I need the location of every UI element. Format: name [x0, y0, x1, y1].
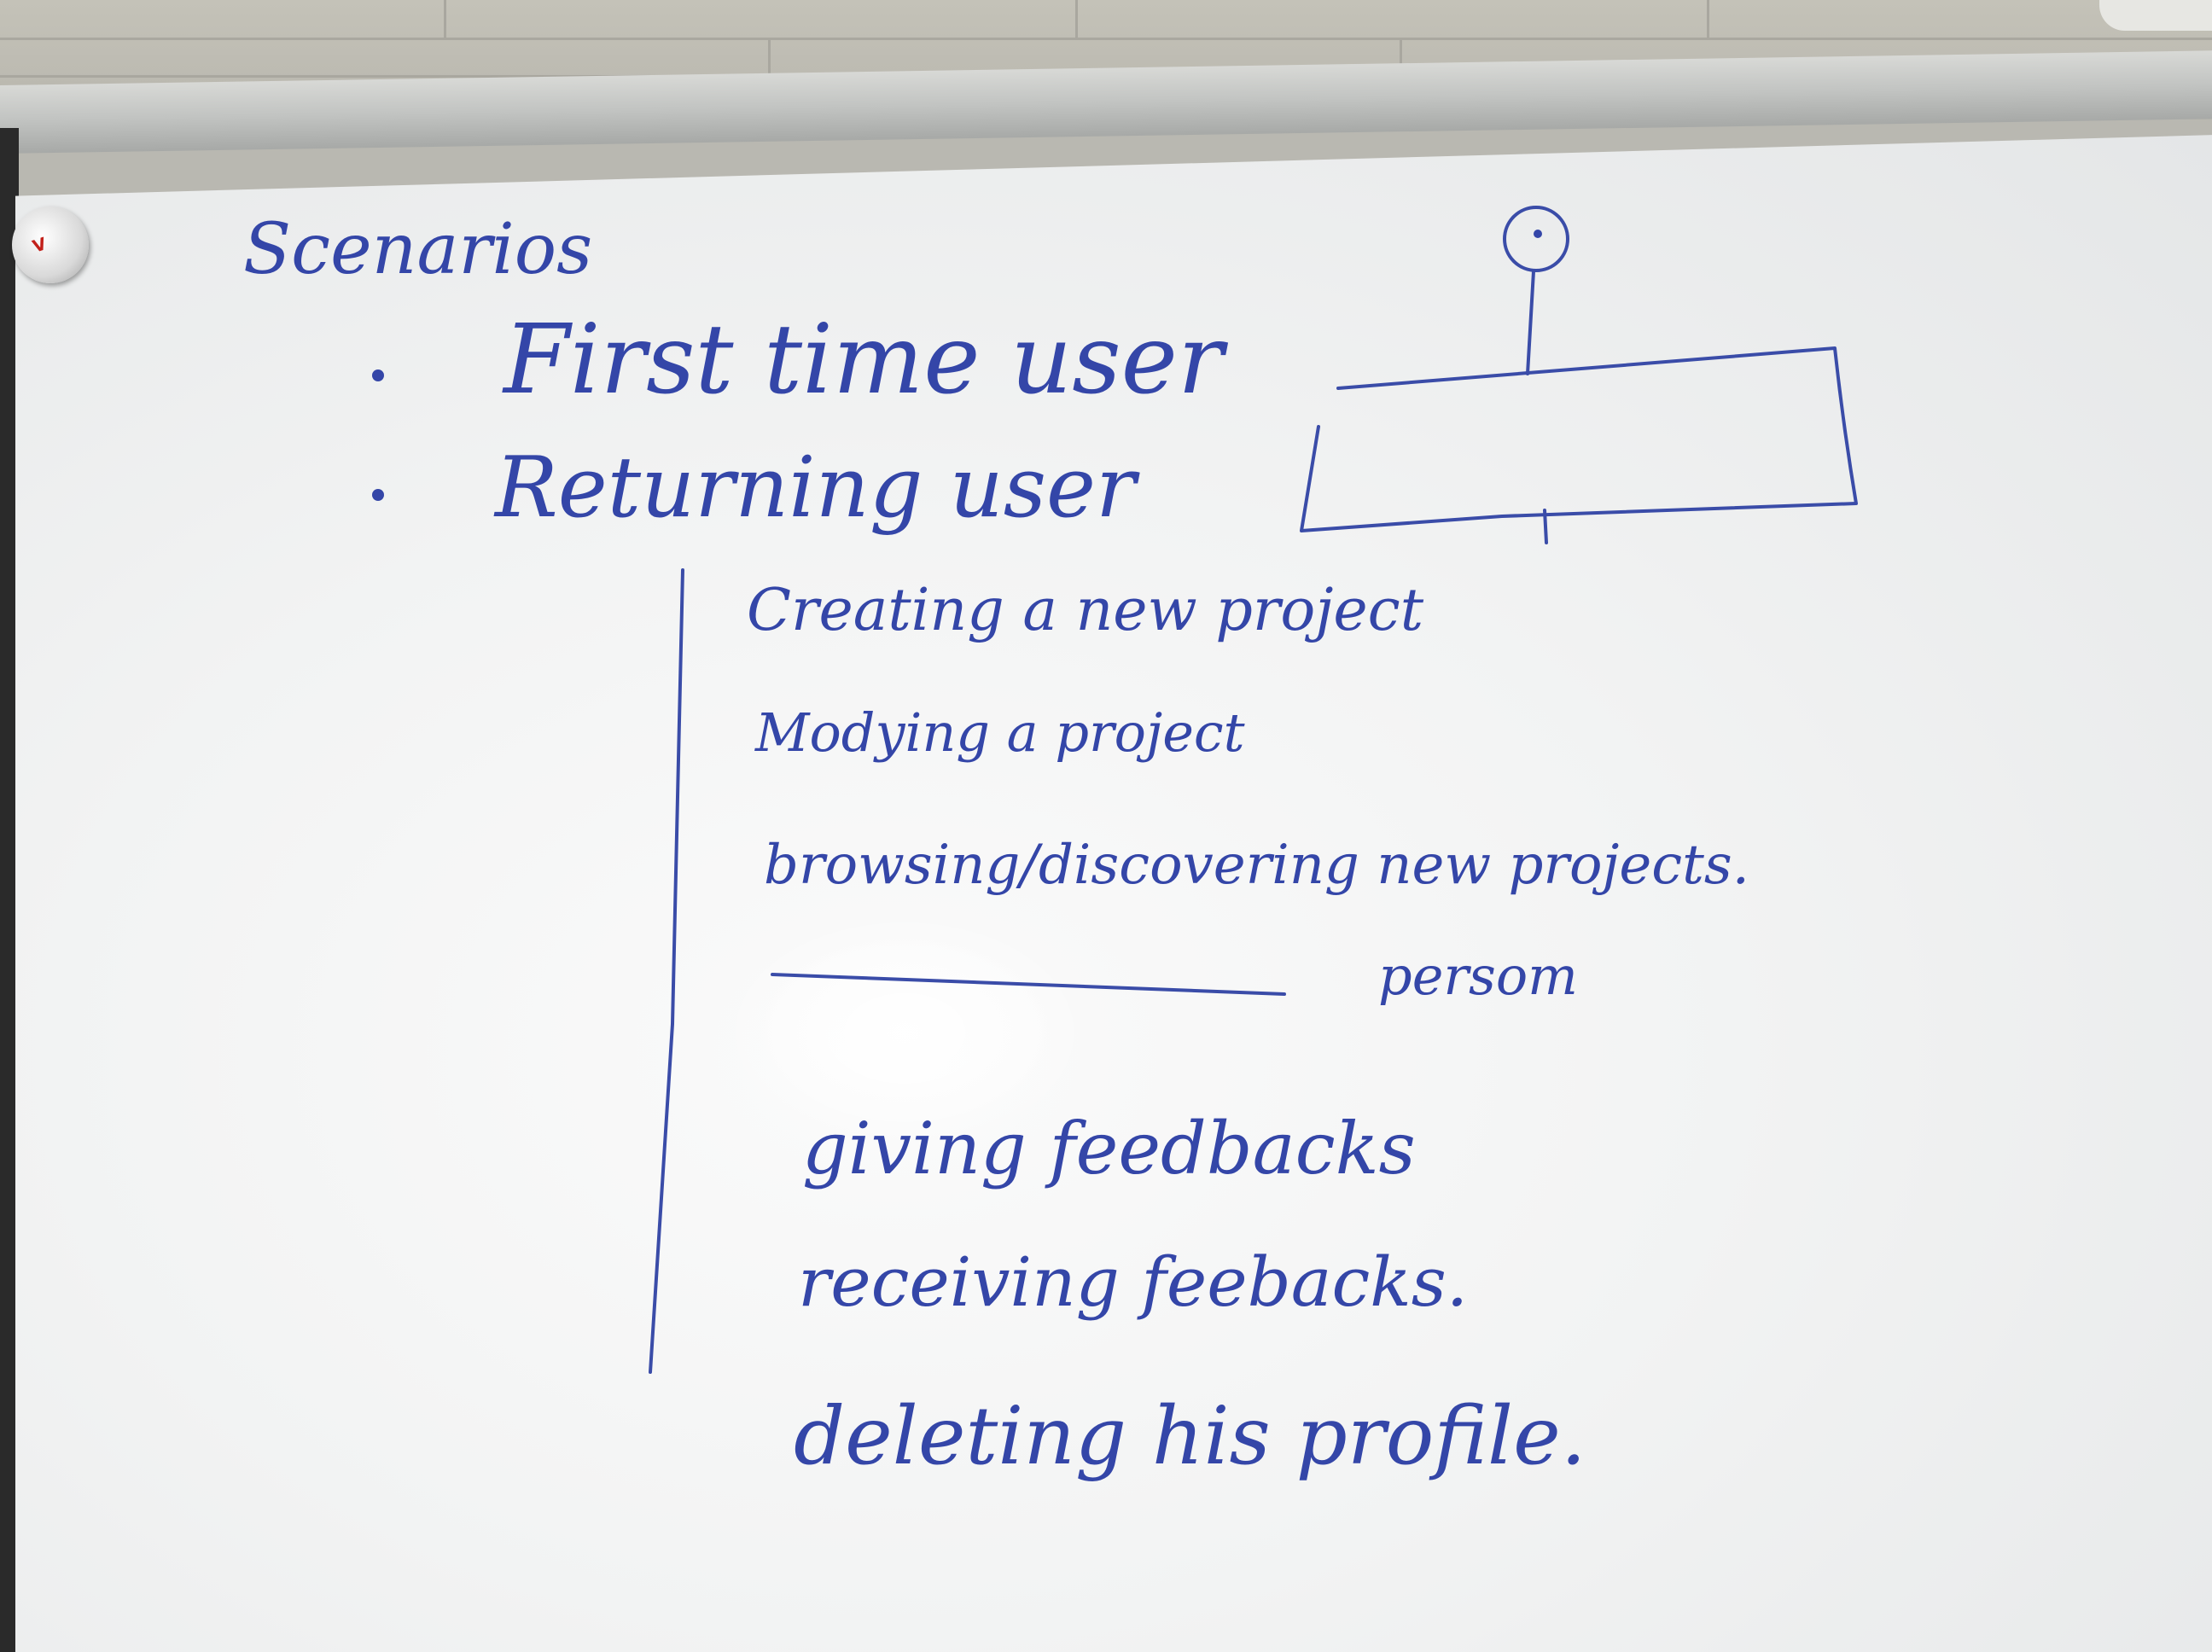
scenarios-title: Scenarios — [243, 209, 592, 290]
sketch-tick — [1543, 509, 1548, 544]
task-creating-project: Creating a new project — [747, 577, 1424, 644]
whiteboard-surface — [15, 135, 2212, 1652]
bullet-dot — [372, 369, 384, 381]
task-modifying-project: Modying a project — [754, 701, 1245, 764]
sketch-circle-dot — [1534, 230, 1542, 238]
wall-mortar-line — [0, 38, 2212, 40]
wall-mortar-joint — [1400, 38, 1402, 75]
bullet-returning-user: Returning user — [493, 439, 1140, 537]
corner-fixture — [2099, 0, 2212, 31]
task-browsing-projects: browsing/discovering new projects. — [764, 834, 1749, 897]
bullet-dot — [372, 489, 384, 501]
task-giving-feedbacks: giving feedbacks — [802, 1107, 1416, 1190]
sketch-rectangle — [1300, 346, 1858, 532]
wall-mortar-joint — [1075, 0, 1078, 38]
magnet-icon: V — [12, 206, 89, 283]
bracket-line — [649, 568, 684, 1374]
task-receiving-feedbacks: receiving feebacks. — [798, 1242, 1468, 1322]
wall-mortar-joint — [1707, 0, 1709, 38]
bullet-first-time-user: First time user — [502, 305, 1229, 416]
board-left-frame — [0, 128, 19, 1652]
divider-label: persom — [1378, 945, 1578, 1007]
light-glare — [734, 922, 1075, 1143]
sketch-stem — [1526, 270, 1535, 375]
task-deleting-profile: deleting his profile. — [794, 1390, 1586, 1483]
wall-mortar-joint — [444, 0, 446, 38]
sketch-circle — [1503, 206, 1569, 272]
wall-mortar-joint — [768, 38, 771, 75]
divider-line — [771, 973, 1286, 996]
